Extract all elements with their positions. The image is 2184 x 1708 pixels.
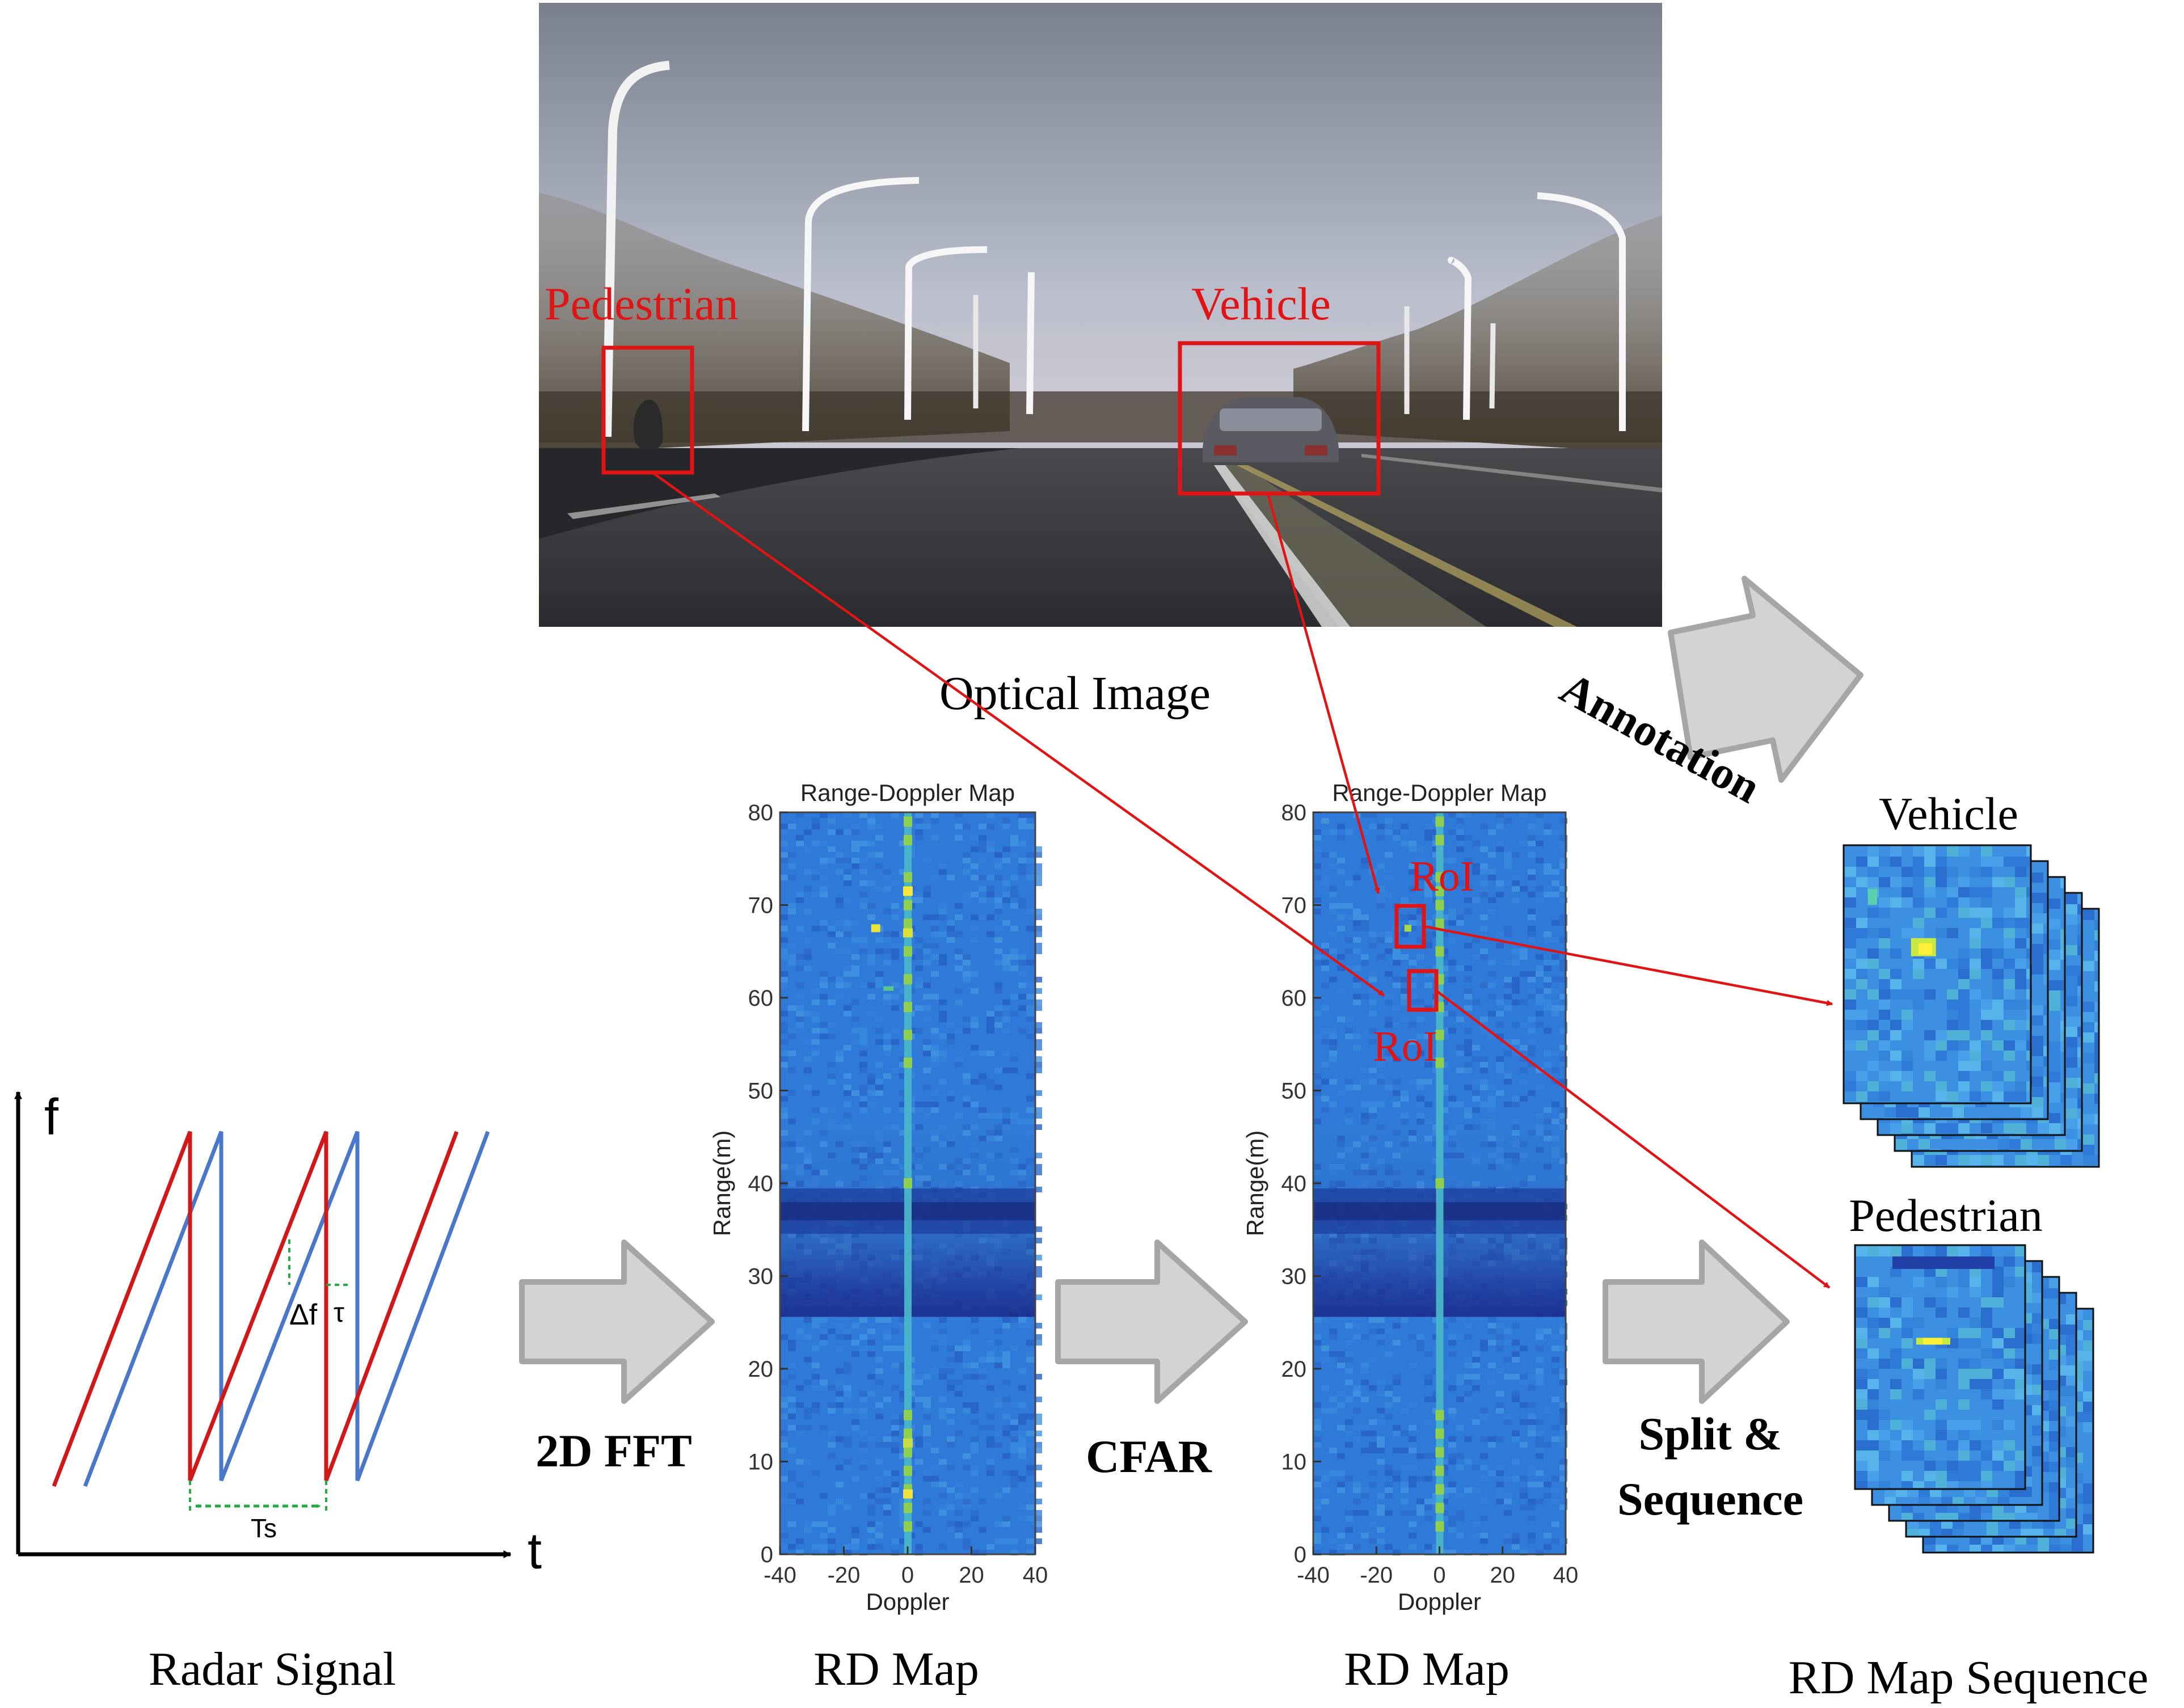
rd-plot-title: Range-Doppler Map — [800, 779, 1015, 806]
t-axis-label: t — [528, 1523, 542, 1580]
y-tick-label: 70 — [748, 893, 774, 918]
pedestrian-bounding-box — [601, 345, 694, 475]
roi-label-bottom: RoI — [1373, 1023, 1437, 1070]
pedestrian-label: Pedestrian — [545, 278, 739, 330]
x-tick-label: 40 — [1553, 1563, 1579, 1588]
rd-map-cfar-caption: RD Map — [1344, 1643, 1510, 1696]
radar-signal-caption: Radar Signal — [149, 1643, 396, 1696]
pedestrian-to-roi-arrow — [651, 471, 1385, 997]
rd-plot-ylabel: Range(m) — [1242, 1131, 1268, 1237]
annotation-step-arrow — [1668, 576, 1863, 783]
fft-step-label: 2D FFT — [536, 1425, 692, 1477]
y-tick-label: 30 — [1281, 1264, 1307, 1289]
cfar-step-arrow — [1055, 1239, 1248, 1404]
y-tick-label: 60 — [748, 986, 774, 1011]
x-tick-label: -20 — [828, 1563, 861, 1588]
f-axis-label: f — [44, 1089, 59, 1146]
y-tick-label: 40 — [1281, 1171, 1307, 1196]
rd-plot-ylabel: Range(m) — [709, 1131, 735, 1237]
x-tick-label: 20 — [959, 1563, 984, 1588]
fft-step-arrow — [519, 1239, 715, 1404]
rd-map-cfar-plot: 0 10 20 30 40 50 60 70 80 -40 -20 0 20 40 Range-Dopple… — [1242, 779, 1578, 1615]
radar-signal-plot: f t Δf τ Ts — [14, 1089, 542, 1580]
y-tick-label: 10 — [748, 1450, 774, 1475]
y-tick-label: 50 — [748, 1079, 774, 1104]
x-tick-label: -20 — [1360, 1563, 1393, 1588]
y-tick-label: 50 — [1281, 1079, 1307, 1104]
y-tick-label: 30 — [748, 1264, 774, 1289]
roi-label-top: RoI — [1410, 853, 1474, 900]
y-tick-label: 60 — [1281, 986, 1307, 1011]
rd-map-caption: RD Map — [813, 1643, 979, 1696]
x-tick-label: -40 — [1297, 1563, 1330, 1588]
rd-map-plot: 0 10 20 30 40 50 60 70 80 -40 -20 0 20 40 Range-Dopple… — [709, 779, 1048, 1615]
vehicle-sequence-label: Vehicle — [1879, 788, 2018, 840]
vehicle-to-roi-arrow — [1266, 493, 1380, 895]
rd-sequence-frame — [1854, 1244, 2026, 1490]
x-tick-label: 40 — [1023, 1563, 1048, 1588]
vehicle-label: Vehicle — [1191, 278, 1331, 330]
y-tick-label: 0 — [761, 1542, 773, 1567]
y-tick-label: 80 — [1281, 800, 1307, 825]
rd-plot-title: Range-Doppler Map — [1332, 779, 1546, 806]
rd-plot-xlabel: Doppler — [866, 1588, 949, 1615]
delta-f-label: Δf — [289, 1298, 318, 1331]
rd-plot-xlabel: Doppler — [1398, 1588, 1481, 1615]
tau-label: τ — [334, 1298, 344, 1328]
transmitted-chirp-line — [52, 1131, 459, 1487]
ts-label: Ts — [251, 1513, 277, 1543]
optical-image-caption: Optical Image — [939, 667, 1211, 720]
x-tick-label: 20 — [1490, 1563, 1516, 1588]
y-tick-label: 80 — [748, 800, 774, 825]
y-tick-label: 20 — [748, 1357, 774, 1382]
y-tick-label: 10 — [1281, 1450, 1307, 1475]
roi-to-vehicle-sequence-arrow — [1423, 925, 1833, 1006]
x-tick-label: 0 — [901, 1563, 914, 1588]
roi-to-pedestrian-sequence-arrow — [1434, 989, 1831, 1289]
x-tick-label: 0 — [1433, 1563, 1445, 1588]
vehicle-bounding-box — [1178, 341, 1381, 496]
y-tick-label: 20 — [1281, 1357, 1307, 1382]
split-step-label-line1: Split & — [1639, 1408, 1782, 1460]
rd-sequence-frame — [1843, 844, 2032, 1104]
pedestrian-rd-sequence — [1854, 1244, 2094, 1554]
rd-map-sequence-caption: RD Map Sequence — [1789, 1651, 2149, 1704]
y-tick-label: 70 — [1281, 893, 1307, 918]
vehicle-rd-sequence — [1843, 844, 2100, 1168]
cfar-step-label: CFAR — [1086, 1431, 1212, 1482]
received-chirp-line — [83, 1131, 490, 1487]
pedestrian-sequence-label: Pedestrian — [1849, 1190, 2043, 1241]
y-tick-label: 40 — [748, 1171, 774, 1196]
y-tick-label: 0 — [1294, 1542, 1306, 1567]
split-step-arrow — [1603, 1239, 1790, 1404]
optical-image-photo: Pedestrian Vehicle — [539, 3, 1662, 627]
x-tick-label: -40 — [764, 1563, 796, 1588]
split-step-label-line2: Sequence — [1617, 1473, 1803, 1525]
